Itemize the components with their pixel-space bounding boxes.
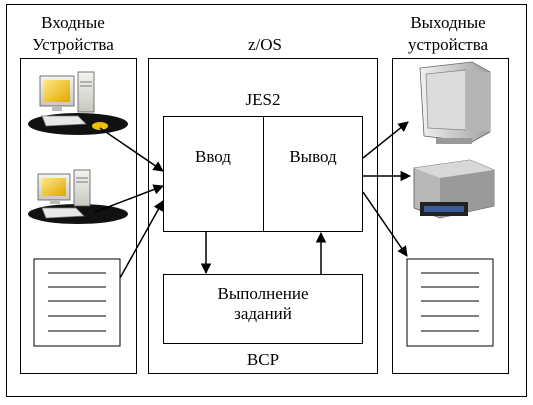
arrow-workstation2-to-input (94, 184, 164, 213)
input-devices-title-line2: Устройства (32, 35, 114, 54)
arrow-output-to-monitor (362, 121, 409, 159)
job-execution-box (163, 274, 363, 344)
output-label: Вывод (289, 147, 337, 166)
output-devices-title-line2: устройства (407, 35, 489, 54)
arrow-output-to-document (362, 191, 408, 257)
arrow-workstation1-to-input (99, 127, 164, 172)
arrow-document-to-input (119, 200, 164, 279)
execution-label-line2: заданий (234, 304, 292, 323)
document-icon (406, 258, 494, 347)
laser-printer-icon (413, 159, 495, 219)
zos-title: z/OS (248, 35, 282, 54)
jes-title: JES2 (245, 90, 281, 109)
jes2-divider (263, 116, 264, 232)
crt-monitor-icon (419, 61, 491, 144)
input-devices-title-line1: Входные (41, 13, 105, 32)
bcp-label: BCP (246, 350, 280, 369)
computer-workstation-icon (28, 169, 128, 224)
output-devices-title-line1: Выходные (410, 13, 486, 32)
execution-label-line1: Выполнение (217, 284, 309, 303)
document-icon (33, 258, 121, 347)
input-label: Ввод (195, 147, 231, 166)
computer-workstation-icon (28, 71, 128, 135)
